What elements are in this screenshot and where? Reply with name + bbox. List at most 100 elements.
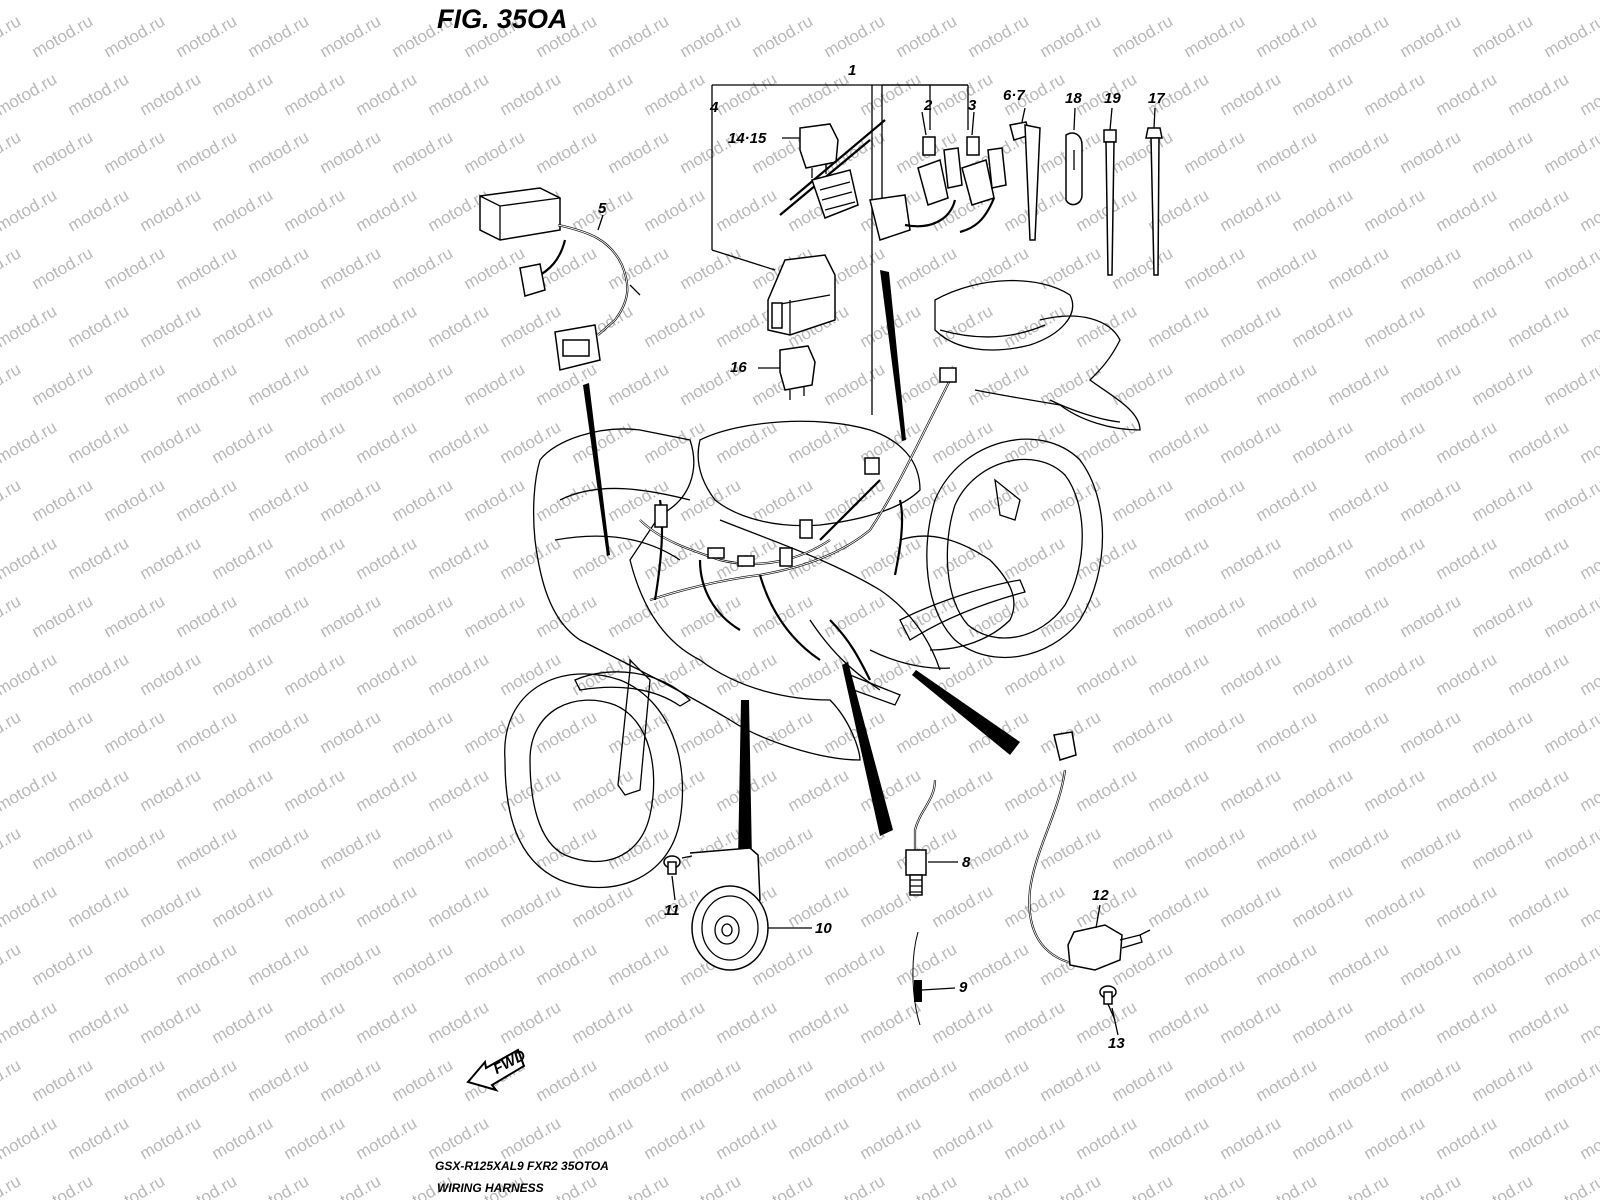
watermark-text: motod.ru bbox=[1505, 301, 1573, 351]
watermark-text: motod.ru bbox=[65, 533, 133, 583]
watermark-text: motod.ru bbox=[1253, 1055, 1321, 1105]
watermark-text: motod.ru bbox=[1433, 69, 1501, 119]
watermark-text: motod.ru bbox=[1073, 417, 1141, 467]
watermark-text: motod.ru bbox=[1397, 1055, 1465, 1105]
watermark-text: motod.ru bbox=[1433, 0, 1501, 3]
watermark-text: motod.ru bbox=[1073, 301, 1141, 351]
watermark-text: motod.ru bbox=[1541, 1171, 1600, 1200]
watermark-text: motod.ru bbox=[533, 475, 601, 525]
watermark-text: motod.ru bbox=[353, 649, 421, 699]
swingarm bbox=[899, 579, 1026, 641]
watermark-text: motod.ru bbox=[893, 707, 961, 757]
watermark-text: motod.ru bbox=[137, 997, 205, 1047]
watermark-text: motod.ru bbox=[0, 301, 60, 351]
watermark-text: motod.ru bbox=[425, 997, 493, 1047]
part-8-sensor bbox=[905, 779, 937, 896]
watermark-text: motod.ru bbox=[389, 591, 457, 641]
watermark-text: motod.ru bbox=[353, 185, 421, 235]
watermark-text: motod.ru bbox=[677, 11, 745, 61]
watermark-text: motod.ru bbox=[857, 69, 925, 119]
watermark-text: motod.ru bbox=[1433, 185, 1501, 235]
callout-3: 3 bbox=[968, 97, 977, 114]
watermark-text: motod.ru bbox=[1073, 765, 1141, 815]
watermark-text: motod.ru bbox=[1397, 243, 1465, 293]
part-4-fuse-box bbox=[767, 254, 836, 336]
watermark-text: motod.ru bbox=[857, 997, 925, 1047]
watermark-text: motod.ru bbox=[1361, 997, 1429, 1047]
watermark-text: motod.ru bbox=[1289, 997, 1357, 1047]
watermark-text: motod.ru bbox=[1145, 301, 1213, 351]
watermark-text: motod.ru bbox=[713, 997, 781, 1047]
watermark-text: motod.ru bbox=[1325, 823, 1393, 873]
watermark-text: motod.ru bbox=[497, 1113, 565, 1163]
watermark-text: motod.ru bbox=[605, 1055, 673, 1105]
watermark-text: motod.ru bbox=[209, 185, 277, 235]
watermark-text: motod.ru bbox=[533, 939, 601, 989]
watermark-text: motod.ru bbox=[1037, 1171, 1105, 1200]
watermark-text: motod.ru bbox=[1505, 765, 1573, 815]
watermark-text: motod.ru bbox=[29, 823, 97, 873]
watermark-text: motod.ru bbox=[173, 475, 241, 525]
watermark-text: motod.ru bbox=[605, 591, 673, 641]
watermark-text: motod.ru bbox=[1181, 707, 1249, 757]
watermark-text: motod.ru bbox=[821, 823, 889, 873]
watermark-text: motod.ru bbox=[641, 69, 709, 119]
watermark-text: motod.ru bbox=[317, 1171, 385, 1200]
watermark-text: motod.ru bbox=[1145, 417, 1213, 467]
part-5-sub-harness bbox=[479, 187, 641, 371]
watermark-text: motod.ru bbox=[749, 591, 817, 641]
watermark-text: motod.ru bbox=[389, 823, 457, 873]
watermark-text: motod.ru bbox=[965, 243, 1033, 293]
watermark-text: motod.ru bbox=[1541, 243, 1600, 293]
watermark-text: motod.ru bbox=[677, 707, 745, 757]
watermark-text: motod.ru bbox=[1433, 765, 1501, 815]
watermark-text: motod.ru bbox=[461, 475, 529, 525]
part-18-band bbox=[1065, 132, 1083, 206]
watermark-text: motod.ru bbox=[101, 359, 169, 409]
callout-18: 18 bbox=[1065, 90, 1082, 107]
watermark-text: motod.ru bbox=[317, 359, 385, 409]
watermark-text: motod.ru bbox=[0, 0, 60, 3]
watermark-text: motod.ru bbox=[245, 127, 313, 177]
watermark-text: motod.ru bbox=[1109, 127, 1177, 177]
watermark-text: motod.ru bbox=[245, 359, 313, 409]
watermark-text: motod.ru bbox=[821, 359, 889, 409]
watermark-text: motod.ru bbox=[209, 765, 277, 815]
watermark-text: motod.ru bbox=[1289, 1113, 1357, 1163]
watermark-text: motod.ru bbox=[713, 417, 781, 467]
watermark-text: motod.ru bbox=[1325, 1171, 1393, 1200]
watermark-text: motod.ru bbox=[785, 997, 853, 1047]
watermark-text: motod.ru bbox=[1325, 707, 1393, 757]
watermark-text: motod.ru bbox=[965, 11, 1033, 61]
watermark-text: motod.ru bbox=[1109, 359, 1177, 409]
watermark-text: motod.ru bbox=[1289, 765, 1357, 815]
watermark-text: motod.ru bbox=[1217, 0, 1285, 3]
watermark-text: motod.ru bbox=[1361, 881, 1429, 931]
watermark-text: motod.ru bbox=[1541, 359, 1600, 409]
watermark-text: motod.ru bbox=[209, 1113, 277, 1163]
watermark-text: motod.ru bbox=[101, 243, 169, 293]
watermark-text: motod.ru bbox=[101, 823, 169, 873]
watermark-text: motod.ru bbox=[1145, 765, 1213, 815]
watermark-text: motod.ru bbox=[569, 1113, 637, 1163]
watermark-text: motod.ru bbox=[389, 707, 457, 757]
watermark-text: motod.ru bbox=[1361, 69, 1429, 119]
part-11-bolt bbox=[663, 855, 693, 875]
watermark-text: motod.ru bbox=[353, 0, 421, 3]
watermark-text: motod.ru bbox=[1145, 1113, 1213, 1163]
watermark-text: motod.ru bbox=[0, 707, 24, 757]
watermark-text: motod.ru bbox=[209, 649, 277, 699]
watermark-text: motod.ru bbox=[461, 127, 529, 177]
watermark-text: motod.ru bbox=[533, 707, 601, 757]
watermark-text: motod.ru bbox=[1289, 649, 1357, 699]
watermark-text: motod.ru bbox=[173, 707, 241, 757]
watermark-text: motod.ru bbox=[857, 1113, 925, 1163]
watermark-text: motod.ru bbox=[1397, 475, 1465, 525]
watermark-text: motod.ru bbox=[1253, 127, 1321, 177]
watermark-text: motod.ru bbox=[1577, 301, 1600, 351]
watermark-text: motod.ru bbox=[0, 765, 60, 815]
callout-11: 11 bbox=[664, 902, 680, 919]
callout-13: 13 bbox=[1108, 1035, 1125, 1052]
watermark-text: motod.ru bbox=[281, 997, 349, 1047]
watermark-text: motod.ru bbox=[605, 11, 673, 61]
